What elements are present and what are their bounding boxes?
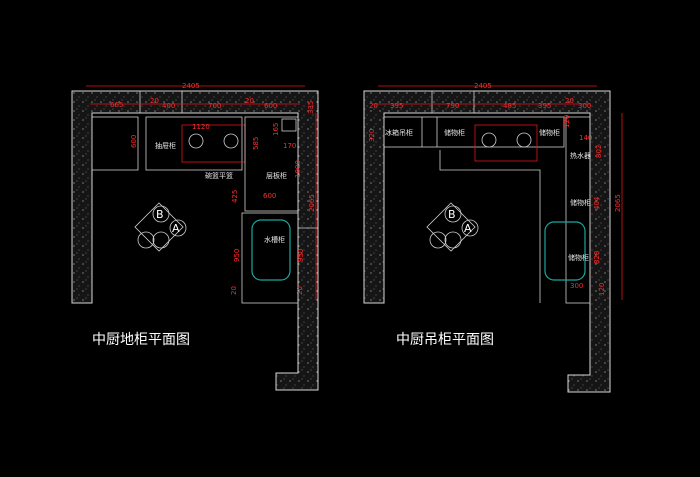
dimension-label: 20 xyxy=(565,97,574,105)
dimension-label: 485 xyxy=(503,102,516,110)
dimension-label: 395 xyxy=(538,102,551,110)
dining-table: B A xyxy=(134,202,187,252)
dimension-label: 2405 xyxy=(474,82,492,90)
dimension-label: 802 xyxy=(595,145,603,158)
dimension-label: 665 xyxy=(110,101,123,109)
chair-a-label: A xyxy=(464,222,472,235)
dimension-label: 404 xyxy=(593,196,601,210)
dimension-label: 170 xyxy=(283,142,296,150)
dimension-label: 20 xyxy=(296,286,304,295)
dimension-label: 1120 xyxy=(192,123,210,131)
dimension-label: 300 xyxy=(578,102,591,110)
cabinet-label: 热水器 xyxy=(570,151,591,160)
dimension-label: 120 xyxy=(598,283,606,296)
dimension-label: 425 xyxy=(231,190,239,203)
dimension-label: 2065 xyxy=(614,194,622,212)
shelf-cabinet xyxy=(244,116,299,212)
dimension-label: 20 xyxy=(369,102,378,110)
counter-top xyxy=(145,116,243,171)
chair-b-label: B xyxy=(156,208,164,221)
dimension-label: 950 xyxy=(233,249,241,262)
dimension-label: 120 xyxy=(563,115,571,128)
dining-table: B A xyxy=(426,202,479,252)
dimension-label: 790 xyxy=(446,102,459,110)
right-plan-title: 中厨吊柜平面图 xyxy=(396,332,494,348)
burner-icon xyxy=(188,133,204,149)
dimension-label: 2065 xyxy=(308,194,316,212)
dimension-label: 1000 xyxy=(294,160,302,178)
cabinet-label: 碗篮平篮 xyxy=(205,171,233,180)
cabinet-label: 冰箱吊柜 xyxy=(385,128,413,137)
drawer-cabinet-fridge xyxy=(91,116,139,171)
cabinet-label: 储物柜 xyxy=(444,128,465,137)
window xyxy=(139,90,183,114)
dimension-label: 20 xyxy=(245,97,254,105)
dimension-label: 140 xyxy=(579,134,592,142)
dimension-label: 400 xyxy=(162,102,175,110)
dimension-label: 700 xyxy=(208,102,221,110)
dimension-label: 950 xyxy=(297,249,305,262)
dimension-label: 300 xyxy=(570,282,583,290)
left-wall xyxy=(71,90,319,391)
dimension-label: 828 xyxy=(593,251,601,264)
dimension-label: 600 xyxy=(263,192,276,200)
dimension-label: 600 xyxy=(130,135,138,148)
upper-cabinet-run xyxy=(383,116,565,148)
sink-basin xyxy=(544,221,586,281)
cabinet-label: 抽屉柜 xyxy=(155,141,176,150)
window xyxy=(431,90,475,114)
dimension-label: 20 xyxy=(150,97,159,105)
dimension-label: 600 xyxy=(264,102,277,110)
dimension-label: 320 xyxy=(368,129,376,142)
sink-basin xyxy=(251,219,291,281)
left-plan-title: 中厨地柜平面图 xyxy=(92,332,190,348)
cabinet-label: 储物柜 xyxy=(568,253,589,262)
burner-icon xyxy=(516,132,532,148)
sink-cabinet xyxy=(241,212,299,304)
gas-meter xyxy=(281,118,297,132)
counter-outline xyxy=(439,150,541,303)
left-plan: B A 中厨地柜平面图 xyxy=(71,90,319,391)
dimension-label: 165 xyxy=(272,123,280,136)
cabinet-label: 层板柜 xyxy=(266,171,287,180)
range-hood-outline xyxy=(474,124,538,162)
chair-b-label: B xyxy=(448,208,456,221)
burner-icon xyxy=(223,133,239,149)
cabinet-label: 储物柜 xyxy=(570,198,591,207)
burner-icon xyxy=(481,132,497,148)
dimension-label: 395 xyxy=(390,102,403,110)
dimension-label: 2405 xyxy=(182,82,200,90)
side-cabinet xyxy=(565,116,591,304)
right-plan: B A 中厨吊柜平面图 xyxy=(363,90,611,393)
dimension-label: 335 xyxy=(307,101,315,114)
cabinet-label: 储物柜 xyxy=(539,128,560,137)
chair-a-label: A xyxy=(172,222,180,235)
cabinet-label: 水槽柜 xyxy=(264,235,285,244)
right-wall xyxy=(363,90,611,393)
dimension-label: 20 xyxy=(230,286,238,295)
dimension-label: 585 xyxy=(252,137,260,150)
